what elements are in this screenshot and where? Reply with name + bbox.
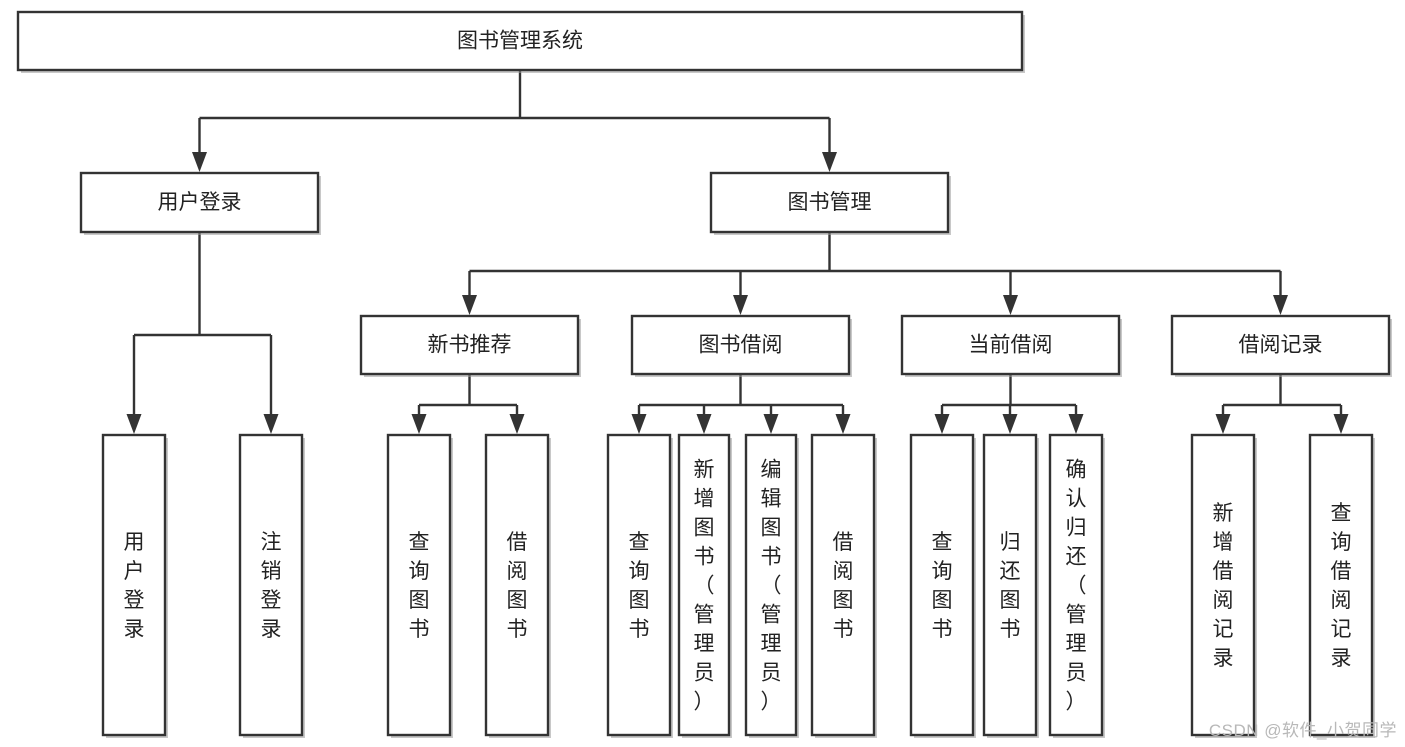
arrow-head-e-book-manage-book-borrow <box>733 295 748 315</box>
node-leaf-return-book[interactable]: 归还图书 <box>982 433 1039 738</box>
node-label: 图书借阅 <box>699 334 783 357</box>
node-label: 查询图书 <box>409 531 430 641</box>
arrow-head-e-borrow-record-add <box>1215 414 1231 434</box>
node-leaf-add-record[interactable]: 新增借阅记录 <box>1190 433 1257 738</box>
node-label: 查询借阅记录 <box>1331 502 1352 670</box>
node-leaf-add-book[interactable]: 新增图书（管理员） <box>677 433 732 738</box>
node-leaf-logout[interactable]: 注销登录 <box>238 433 305 738</box>
node-borrow-record[interactable]: 借阅记录 <box>1170 314 1392 377</box>
arrow-head-e-current-borrow-conf <box>1068 414 1084 434</box>
arrow-head-e-root-book-manage <box>822 152 837 172</box>
node-label: 用户登录 <box>124 531 145 641</box>
node-leaf-confirm-return[interactable]: 确认归还（管理员） <box>1048 433 1105 738</box>
arrow-head-e-root-user-login <box>192 152 207 172</box>
node-book-borrow[interactable]: 图书借阅 <box>630 314 852 377</box>
node-box[interactable] <box>744 433 798 737</box>
node-box[interactable] <box>16 10 1024 72</box>
node-box[interactable] <box>238 433 304 737</box>
node-box[interactable] <box>677 433 731 737</box>
node-box[interactable] <box>386 433 452 737</box>
node-label: 注销登录 <box>261 531 282 641</box>
node-box[interactable] <box>909 433 975 737</box>
node-leaf-borrow-book-1[interactable]: 借阅图书 <box>484 433 551 738</box>
edge-layer <box>126 70 1349 434</box>
node-box[interactable] <box>709 171 950 234</box>
watermark-text: CSDN @软件_小贺同学 <box>1208 721 1397 740</box>
node-label: 新书推荐 <box>428 334 512 357</box>
node-root[interactable]: 图书管理系统 <box>16 10 1025 73</box>
node-label: 编辑图书（管理员） <box>761 459 782 714</box>
arrow-head-e-current-borrow-q3 <box>934 414 950 434</box>
node-box[interactable] <box>982 433 1038 737</box>
node-box[interactable] <box>484 433 550 737</box>
node-label: 借阅图书 <box>833 531 854 641</box>
edge-group-borrow-record <box>1215 374 1349 434</box>
arrow-head-e-book-borrow-q2 <box>631 414 647 434</box>
arrow-head-e-new-book-rec-b1 <box>509 414 525 434</box>
edge-group-book-borrow <box>631 374 851 434</box>
arrow-head-e-book-borrow-b2 <box>835 414 851 434</box>
arrow-head-e-user-login-leaf-user-login <box>126 414 142 434</box>
node-label: 用户登录 <box>158 191 242 214</box>
arrow-head-e-user-login-leaf-logout <box>263 414 279 434</box>
edge-group-root <box>192 70 837 172</box>
node-book-manage[interactable]: 图书管理 <box>709 171 951 235</box>
node-leaf-query-book-3[interactable]: 查询图书 <box>909 433 976 738</box>
node-leaf-query-book-2[interactable]: 查询图书 <box>606 433 673 738</box>
node-new-book-rec[interactable]: 新书推荐 <box>359 314 581 377</box>
node-box[interactable] <box>630 314 851 376</box>
node-leaf-query-record[interactable]: 查询借阅记录 <box>1308 433 1375 738</box>
node-label: 当前借阅 <box>969 334 1053 357</box>
arrow-head-e-book-manage-borrow-record <box>1273 295 1288 315</box>
node-label: 查询图书 <box>629 531 650 641</box>
node-leaf-edit-book[interactable]: 编辑图书（管理员） <box>744 433 799 738</box>
node-label: 借阅记录 <box>1239 334 1323 357</box>
node-label: 借阅图书 <box>507 531 528 641</box>
node-leaf-borrow-book-2[interactable]: 借阅图书 <box>810 433 877 738</box>
node-label: 图书管理系统 <box>457 30 583 53</box>
node-box[interactable] <box>1170 314 1391 376</box>
node-label: 确认归还（管理员） <box>1066 459 1087 714</box>
node-leaf-query-book-1[interactable]: 查询图书 <box>386 433 453 738</box>
arrow-head-e-current-borrow-ret <box>1002 414 1018 434</box>
node-box[interactable] <box>101 433 167 737</box>
edge-group-book-manage <box>462 232 1288 315</box>
node-label: 归还图书 <box>1000 531 1021 641</box>
node-label: 新增图书（管理员） <box>694 459 715 714</box>
arrow-head-e-book-borrow-edit <box>763 414 779 434</box>
node-leaf-user-login[interactable]: 用户登录 <box>101 433 168 738</box>
node-box[interactable] <box>1308 433 1374 737</box>
arrow-head-e-book-borrow-add <box>696 414 712 434</box>
node-label: 图书管理 <box>788 191 872 214</box>
node-box[interactable] <box>900 314 1121 376</box>
node-box[interactable] <box>1190 433 1256 737</box>
node-box[interactable] <box>359 314 580 376</box>
node-box[interactable] <box>79 171 320 234</box>
arrow-head-e-borrow-record-query <box>1333 414 1349 434</box>
edge-group-user-login <box>126 232 279 434</box>
arrow-head-e-new-book-rec-q1 <box>411 414 427 434</box>
node-box[interactable] <box>1048 433 1104 737</box>
node-label: 新增借阅记录 <box>1213 502 1234 670</box>
node-layer: 图书管理系统用户登录图书管理新书推荐图书借阅当前借阅借阅记录用户登录注销登录查询… <box>16 10 1392 738</box>
node-box[interactable] <box>606 433 672 737</box>
edge-group-current-borrow <box>934 374 1084 434</box>
node-box[interactable] <box>810 433 876 737</box>
arrow-head-e-book-manage-current-borrow <box>1003 295 1018 315</box>
arrow-head-e-book-manage-new-book-rec <box>462 295 477 315</box>
node-user-login[interactable]: 用户登录 <box>79 171 321 235</box>
node-label: 查询图书 <box>932 531 953 641</box>
edge-group-new-book-rec <box>411 374 525 434</box>
node-current-borrow[interactable]: 当前借阅 <box>900 314 1122 377</box>
